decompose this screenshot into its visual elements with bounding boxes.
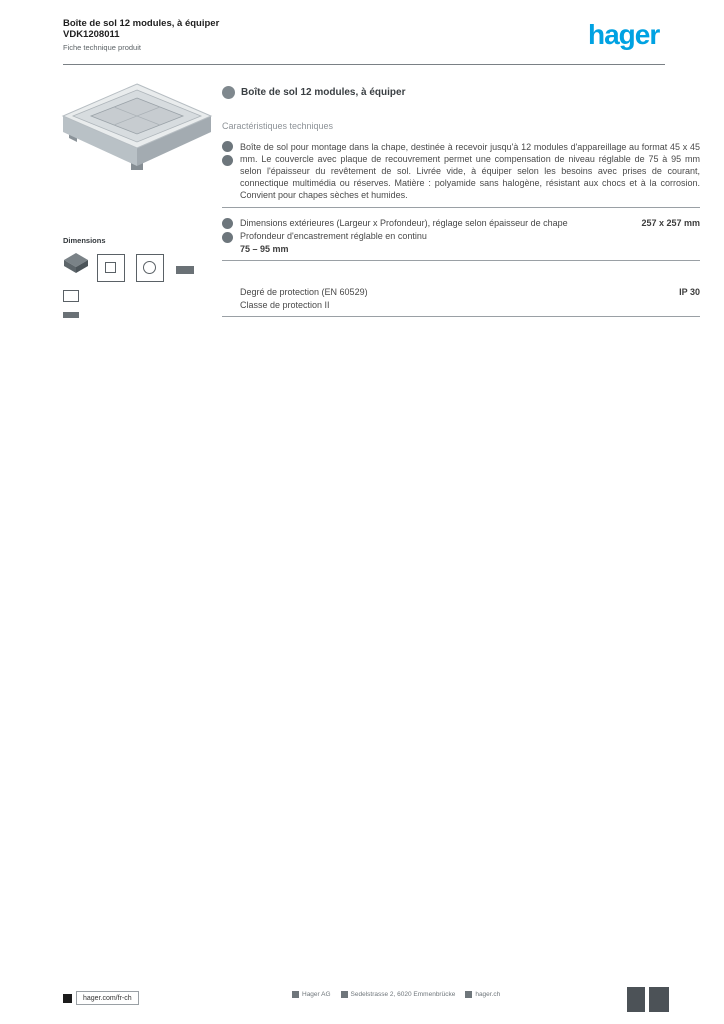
spec-icon-column bbox=[222, 218, 240, 254]
footer-marks bbox=[627, 987, 669, 1012]
certification-mark bbox=[649, 987, 669, 1012]
spec-label: Dimensions extérieures (Largeur x Profon… bbox=[240, 218, 568, 228]
diagram-circle bbox=[143, 261, 156, 274]
section-divider bbox=[222, 207, 700, 208]
dimensions-label: Dimensions bbox=[63, 236, 106, 245]
spec-note: Classe de protection II bbox=[240, 300, 330, 310]
contact-item: hager.ch bbox=[465, 991, 500, 998]
spec-label: Degré de protection (EN 60529) bbox=[240, 287, 368, 297]
spec-line: Degré de protection (EN 60529) IP 30 bbox=[240, 287, 700, 297]
product-reference: VDK1208011 bbox=[63, 29, 120, 40]
location-icon bbox=[340, 991, 348, 998]
feature-icon bbox=[222, 155, 233, 166]
product-description: Boîte de sol pour montage dans la chape,… bbox=[240, 142, 700, 200]
spec-icon-column bbox=[222, 287, 240, 310]
dimension-diagrams bbox=[63, 250, 215, 325]
section-divider bbox=[222, 316, 700, 317]
dimension-diagram-cutout bbox=[136, 254, 164, 282]
spec-icon bbox=[222, 218, 233, 229]
spec-value: 257 x 257 mm bbox=[641, 218, 700, 228]
description-icon-column bbox=[222, 141, 240, 201]
dimension-diagram-topview bbox=[97, 254, 125, 282]
spec-value: IP 30 bbox=[679, 287, 700, 297]
globe-icon bbox=[465, 991, 473, 998]
product-title: Boîte de sol 12 modules, à équiper bbox=[63, 18, 220, 29]
product-details: Boîte de sol 12 modules, à équiper Carac… bbox=[222, 86, 700, 317]
dimension-diagram-frontview bbox=[63, 290, 79, 302]
contact-label[interactable]: hager.ch bbox=[475, 991, 501, 998]
dimension-diagram-sideview bbox=[176, 266, 194, 274]
product-bullet-icon bbox=[222, 86, 235, 99]
header-divider bbox=[63, 64, 665, 65]
spec-body: Degré de protection (EN 60529) IP 30 Cla… bbox=[240, 287, 700, 310]
spec-note-value: 75 – 95 mm bbox=[240, 244, 289, 254]
contact-item: Hager AG bbox=[292, 991, 331, 998]
footer-marker bbox=[63, 994, 72, 1003]
dimension-diagram-profile bbox=[63, 312, 79, 318]
certification-mark bbox=[627, 987, 645, 1012]
diagram-inner-square bbox=[105, 262, 116, 273]
dimension-diagram-isometric bbox=[64, 253, 88, 273]
feature-icon bbox=[222, 141, 233, 152]
section-divider bbox=[222, 260, 700, 261]
contact-label: Sedelstrasse 2, 6020 Emmenbrücke bbox=[350, 991, 456, 998]
product-heading-row: Boîte de sol 12 modules, à équiper bbox=[222, 86, 700, 99]
spec-row: Dimensions extérieures (Largeur x Profon… bbox=[222, 218, 700, 254]
floor-box-illustration bbox=[61, 83, 213, 170]
spec-icon bbox=[222, 232, 233, 243]
contact-item: Sedelstrasse 2, 6020 Emmenbrücke bbox=[340, 991, 456, 998]
contact-label: Hager AG bbox=[302, 991, 331, 998]
hager-logo: hager bbox=[588, 19, 660, 50]
description-row: Boîte de sol pour montage dans la chape,… bbox=[222, 141, 700, 201]
section-subheading: Caractéristiques techniques bbox=[222, 121, 334, 131]
product-image bbox=[61, 82, 213, 180]
footer-contact: Hager AG Sedelstrasse 2, 6020 Emmenbrück… bbox=[292, 991, 500, 998]
building-icon bbox=[292, 991, 299, 998]
header-titles: Boîte de sol 12 modules, à équiper VDK12… bbox=[63, 18, 219, 52]
spec-line: Dimensions extérieures (Largeur x Profon… bbox=[240, 218, 700, 228]
spec-body: Dimensions extérieures (Largeur x Profon… bbox=[240, 218, 700, 254]
spec-note: Profondeur d'encastrement réglable en co… bbox=[240, 231, 427, 241]
footer-url[interactable]: hager.com/fr-ch bbox=[76, 991, 139, 1005]
document-meta: Fiche technique produit bbox=[63, 43, 141, 52]
product-heading: Boîte de sol 12 modules, à équiper bbox=[241, 87, 406, 98]
spec-row: Degré de protection (EN 60529) IP 30 Cla… bbox=[222, 287, 700, 310]
